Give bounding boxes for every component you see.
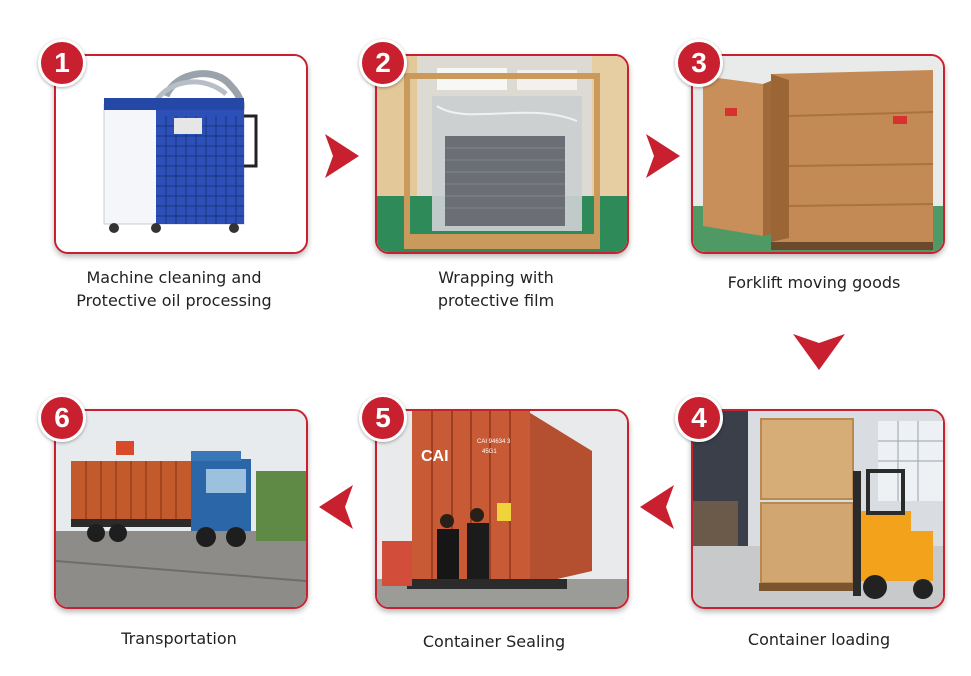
step-5-photo: CAI CAI 94634 3 45G1: [375, 409, 629, 609]
step-6-photo: [54, 409, 308, 609]
step-1-number-badge: 1: [38, 39, 86, 87]
container-loading-image: [693, 411, 943, 607]
step-3-photo: [691, 54, 945, 254]
step-2-number-badge: 2: [359, 39, 407, 87]
step-6-number-badge: 6: [38, 394, 86, 442]
container-code-2: CAI 94634 3: [477, 439, 511, 445]
wooden-crates-image: [693, 56, 943, 252]
step-4-caption: Container loading: [747, 630, 891, 649]
arrow-right-icon: [646, 134, 680, 178]
step-2-caption: Wrapping with protective film: [437, 268, 555, 310]
arrow-left-icon: [319, 485, 353, 529]
container-code-1: CAI: [421, 448, 449, 465]
step-4-photo: [691, 409, 945, 609]
container-code-3: 45G1: [482, 449, 497, 455]
step-3-caption: Forklift moving goods: [727, 273, 901, 292]
step-2-photo: [375, 54, 629, 254]
step-4-number-badge: 4: [675, 394, 723, 442]
arrow-right-icon: [325, 134, 359, 178]
arrow-left-icon: [640, 485, 674, 529]
step-3-number-badge: 3: [675, 39, 723, 87]
film-wrapping-image: [377, 56, 627, 252]
step-6-caption: Transportation: [121, 629, 237, 648]
step-1-photo: [54, 54, 308, 254]
step-5-number-badge: 5: [359, 394, 407, 442]
arrow-down-icon: [793, 334, 845, 370]
truck-transportation-image: [56, 411, 306, 607]
container-sealing-image: CAI CAI 94634 3 45G1: [377, 411, 627, 607]
step-1-caption: Machine cleaning and Protective oil proc…: [76, 268, 272, 310]
step-5-caption: Container Sealing: [422, 632, 566, 651]
machine-cleaning-image: [56, 56, 306, 252]
